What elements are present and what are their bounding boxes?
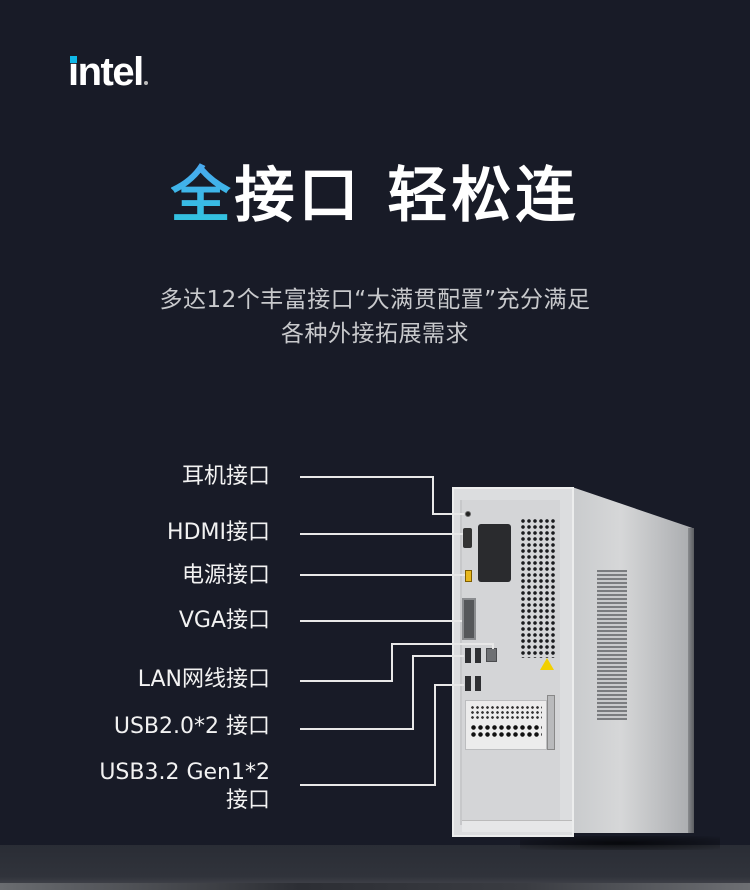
title-accent: 全	[170, 161, 235, 231]
lan-port-icon	[486, 648, 497, 662]
logo-dot-icon	[70, 56, 77, 63]
subtitle-line-2: 各种外接拓展需求	[281, 321, 469, 347]
usb2-port-icon	[465, 648, 471, 663]
leader-line-vga	[300, 620, 462, 622]
label-usb3: USB3.2 Gen1*2 接口	[99, 759, 270, 815]
tower-base	[462, 820, 572, 832]
leader-line-usb2	[412, 655, 414, 730]
pcie-vent-holes	[470, 705, 542, 719]
label-usb3-line-2: 接口	[225, 788, 270, 813]
leader-line-power	[300, 574, 465, 576]
power-port-icon	[465, 570, 472, 582]
usb3-port-icon	[475, 676, 481, 691]
usb2-port-icon	[475, 648, 481, 663]
leader-line-lan	[391, 643, 393, 682]
page-title: 全接口 轻松连	[0, 160, 750, 232]
leader-line-usb3	[434, 684, 464, 686]
pcie-bracket	[547, 695, 555, 750]
label-hdmi: HDMI接口	[167, 520, 270, 545]
leader-line-hdmi	[300, 533, 463, 535]
leader-line-usb3	[434, 684, 436, 786]
logo-text: intel	[68, 50, 144, 94]
leader-line-usb3	[300, 784, 435, 786]
side-vent	[597, 570, 627, 720]
leader-line-lan	[300, 680, 392, 682]
logo-mark-icon	[143, 81, 148, 85]
pcie-vent-holes	[470, 724, 542, 738]
leader-line-usb2	[300, 728, 413, 730]
vga-port-icon	[462, 598, 476, 640]
leader-line-lan	[391, 643, 493, 645]
leader-line-headphone	[300, 476, 433, 478]
intel-logo: intel	[68, 52, 148, 92]
subtitle-line-1: 多达12个丰富接口“大满贯配置”充分满足	[159, 287, 591, 313]
tower-side-edge	[688, 528, 694, 833]
label-lan: LAN网线接口	[137, 667, 270, 692]
usb3-port-icon	[465, 676, 471, 691]
leader-line-headphone	[432, 476, 434, 514]
title-rest: 接口 轻松连	[234, 161, 580, 231]
leader-line-usb2	[412, 655, 464, 657]
floor-surface	[0, 845, 750, 890]
power-adapter-block	[478, 524, 511, 582]
label-usb2: USB2.0*2 接口	[113, 714, 270, 739]
label-headphone: 耳机接口	[181, 464, 270, 489]
label-vga: VGA接口	[178, 608, 270, 633]
label-usb3-line-1: USB3.2 Gen1*2	[99, 760, 270, 785]
label-power: 电源接口	[181, 563, 270, 588]
leader-line-lan	[492, 643, 494, 649]
tower-shadow	[520, 836, 720, 850]
audio-jack-icon	[465, 511, 471, 517]
subtitle: 多达12个丰富接口“大满贯配置”充分满足 各种外接拓展需求	[0, 283, 750, 351]
tower-side-panel	[572, 487, 694, 833]
rear-honeycomb-vent	[520, 518, 555, 658]
leader-line-headphone	[432, 513, 464, 515]
hdmi-port-icon	[463, 528, 472, 548]
